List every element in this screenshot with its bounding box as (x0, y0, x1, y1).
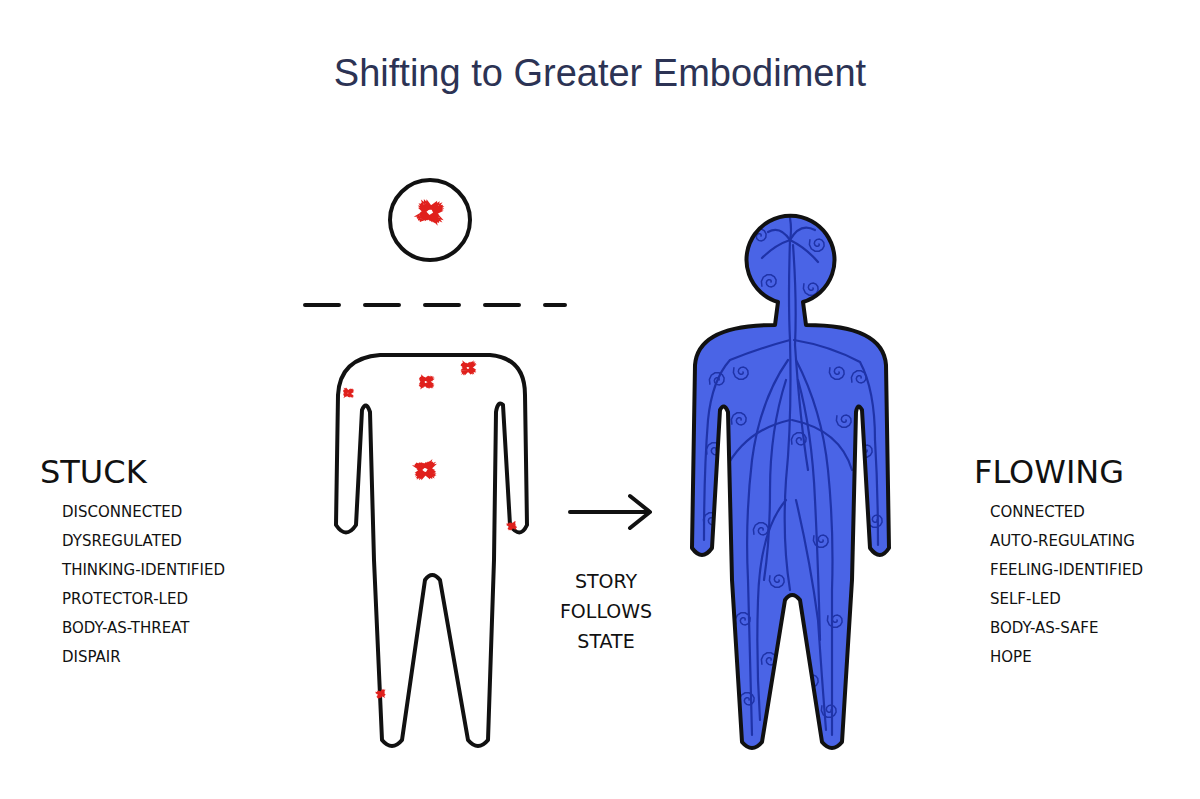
state-item: DYSREGULATED (62, 532, 182, 551)
tension-scribble (414, 461, 434, 479)
column-heading: FLOWING (974, 452, 1124, 492)
state-item: PROTECTOR-LED (62, 590, 188, 609)
state-item: AUTO-REGULATING (990, 532, 1135, 551)
state-item: HOPE (990, 648, 1032, 667)
state-item: BODY-AS-THREAT (62, 619, 189, 638)
shift-arrow (570, 510, 648, 514)
flow-swirl (739, 693, 754, 705)
tension-scribble (377, 691, 384, 697)
tension-scribble (508, 523, 515, 529)
flow-swirl (827, 615, 842, 627)
state-item: DISPAIR (62, 648, 121, 667)
column-heading: STUCK (40, 452, 147, 492)
diagram-title: Shifting to Greater Embodiment (0, 52, 1200, 95)
tension-scribble (416, 201, 442, 224)
tension-scribble (344, 389, 353, 396)
arrow-caption: STORY FOLLOWS STATE (553, 566, 659, 656)
shift-arrowhead (630, 496, 650, 528)
state-item: CONNECTED (990, 503, 1085, 522)
flow-swirl (731, 413, 746, 425)
flow-swirl (753, 523, 768, 535)
disconnect-line (305, 303, 565, 307)
flow-swirl (733, 367, 748, 379)
state-item: SELF-LED (990, 590, 1061, 609)
stuck-body (336, 355, 527, 746)
flowing-body-outline (692, 216, 889, 748)
flow-swirl (829, 367, 844, 379)
flow-swirl (821, 705, 836, 717)
flow-swirl (791, 433, 806, 445)
flow-swirl (836, 415, 851, 427)
state-item: FEELING-IDENTIFIED (990, 561, 1143, 580)
state-item: DISCONNECTED (62, 503, 182, 522)
state-item: THINKING-IDENTIFIED (62, 561, 225, 580)
flow-swirl (769, 575, 784, 587)
tension-scribble (420, 376, 433, 388)
flow-swirl (813, 535, 828, 547)
flow-swirl (809, 239, 824, 251)
flowing-body-fill (692, 216, 889, 748)
flow-swirl (851, 371, 866, 383)
flow-swirl (735, 613, 750, 625)
tension-scribble (461, 362, 475, 374)
flow-swirl (709, 373, 724, 385)
state-item: BODY-AS-SAFE (990, 619, 1098, 638)
tension-scribbles (344, 201, 516, 697)
flow-swirl (761, 275, 776, 287)
stuck-head (390, 180, 470, 260)
